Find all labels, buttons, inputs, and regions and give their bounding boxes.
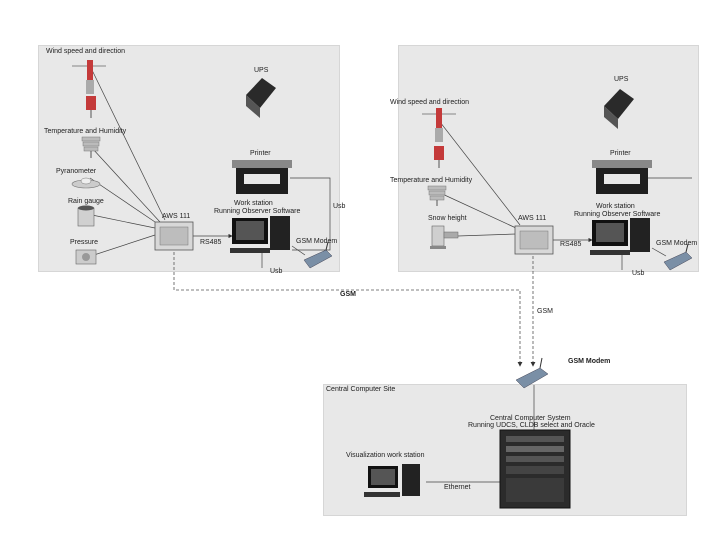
- site-a-pyro-label: Pyranometer: [56, 168, 97, 175]
- server-rack-icon: [499, 429, 571, 509]
- central-gsm-modem-label: GSM Modem: [568, 358, 611, 365]
- wire-wind-a: [91, 69, 166, 221]
- wire-pressure-a: [93, 234, 156, 256]
- pressure-sensor-icon: [75, 249, 97, 265]
- wire-snow-b: [457, 233, 517, 237]
- gsm-link-a-label: GSM: [340, 291, 356, 298]
- site-b-workstation-label-2: Running Observer Software: [574, 211, 661, 218]
- gsm-link-b-label: GSM: [537, 308, 553, 315]
- ups-icon: [246, 78, 276, 118]
- rain-gauge-icon: [77, 205, 95, 227]
- site-a-usb-label: Usb: [333, 203, 346, 210]
- site-a-rs485-label: RS485: [200, 239, 222, 246]
- wind-sensor-icon: [422, 108, 456, 168]
- wire-gsm-b: [651, 247, 667, 257]
- wire-wind-b: [439, 121, 521, 226]
- wire-temp-a: [91, 147, 161, 223]
- temperature-humidity-sensor-icon: [81, 136, 101, 158]
- gsm-modem-icon: [663, 243, 693, 271]
- site-b-temp-label: Temperature and Humidity: [390, 177, 473, 184]
- site-b-gsm-label: GSM Modem: [656, 240, 698, 247]
- ups-icon: [604, 89, 634, 129]
- site-b-usb-label: Usb: [632, 270, 645, 277]
- site-b-rs485-label: RS485: [560, 241, 582, 248]
- site-b-aws-label: AWS 111: [518, 215, 547, 222]
- site-a-printer-label: Printer: [250, 150, 271, 157]
- snow-height-sensor-icon: [430, 225, 459, 249]
- central-system-label-1: Central Computer System: [490, 415, 571, 422]
- gsm-modem-icon: [303, 241, 333, 269]
- wire-pyro-a: [89, 177, 159, 225]
- site-a-wind-label: Wind speed and direction: [46, 48, 125, 55]
- gsm-link-a: [173, 252, 523, 367]
- site-a-gsm-label: GSM Modem: [296, 238, 338, 245]
- site-a-workstation-label-2: Running Observer Software: [214, 208, 301, 215]
- site-a-ups-label: UPS: [254, 67, 269, 74]
- wind-sensor-icon: [72, 60, 106, 118]
- site-b-printer-label: Printer: [610, 150, 631, 157]
- wire-temp-b: [437, 191, 517, 229]
- aws-logger-icon: [514, 225, 554, 255]
- visualization-workstation-icon: [364, 464, 420, 497]
- printer-icon: [232, 160, 292, 194]
- site-b-snow-label: Snow height: [428, 215, 467, 222]
- site-a-workstation-label-1: Work station: [234, 200, 273, 207]
- site-a-rain-label: Rain gauge: [68, 198, 104, 205]
- central-system-label-2: Running UDCS, CLDB select and Oracle: [468, 422, 595, 429]
- printer-icon: [592, 160, 652, 194]
- site-a-temp-label: Temperature and Humidity: [44, 128, 127, 135]
- workstation-icon: [590, 218, 650, 255]
- workstation-icon: [230, 216, 290, 253]
- visualization-label: Visualization work station: [346, 452, 425, 459]
- site-a-aws-label: AWS 111: [162, 213, 191, 220]
- pyranometer-icon: [71, 177, 101, 189]
- site-b-wind-label: Wind speed and direction: [390, 99, 469, 106]
- gsm-modem-central-icon: [515, 357, 549, 389]
- aws-logger-icon: [154, 221, 194, 251]
- site-b-ups-label: UPS: [614, 76, 629, 83]
- central-site-title: Central Computer Site: [326, 386, 396, 393]
- ethernet-label: Ethernet: [444, 484, 471, 491]
- temperature-humidity-sensor-icon: [427, 185, 447, 206]
- site-a-pressure-label: Pressure: [70, 239, 99, 246]
- wire-usb-a: [290, 177, 331, 251]
- wire-rain-a: [91, 214, 156, 229]
- wire-gsm-a: [291, 245, 306, 256]
- site-a-usb2-label: Usb: [270, 268, 283, 275]
- site-b-workstation-label-1: Work station: [596, 203, 635, 210]
